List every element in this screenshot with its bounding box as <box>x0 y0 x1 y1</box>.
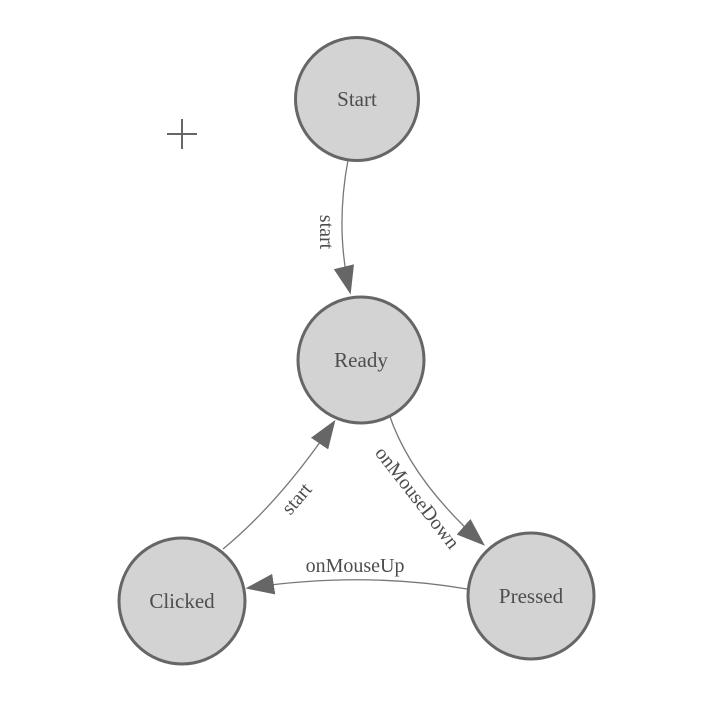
edge-label-onmousedown[interactable]: onMouseDown <box>370 443 463 554</box>
edge-clicked-to-ready[interactable] <box>222 419 336 550</box>
node-pressed[interactable]: Pressed <box>466 531 596 661</box>
edge-label-onmouseup[interactable]: onMouseUp <box>306 555 405 577</box>
node-start-label: Start <box>337 87 377 111</box>
node-ready-circle[interactable] <box>296 295 426 425</box>
node-start-circle[interactable] <box>294 36 420 162</box>
edge-label-start-bottom[interactable]: start <box>277 478 316 519</box>
crosshair-icon <box>167 119 197 149</box>
edge-pressed-to-clicked[interactable] <box>245 573 468 595</box>
node-start[interactable]: Start <box>294 36 420 162</box>
node-pressed-circle[interactable] <box>466 531 596 661</box>
edge-start-to-ready[interactable] <box>333 159 355 295</box>
node-ready-label: Ready <box>334 348 388 372</box>
node-clicked-label: Clicked <box>149 589 215 613</box>
edge-label-start-top[interactable]: start <box>315 215 337 250</box>
node-pressed-label: Pressed <box>499 584 564 608</box>
edge-ready-to-pressed[interactable] <box>388 413 485 546</box>
node-clicked[interactable]: Clicked <box>117 536 247 666</box>
node-ready[interactable]: Ready <box>296 295 426 425</box>
node-clicked-circle[interactable] <box>117 536 247 666</box>
